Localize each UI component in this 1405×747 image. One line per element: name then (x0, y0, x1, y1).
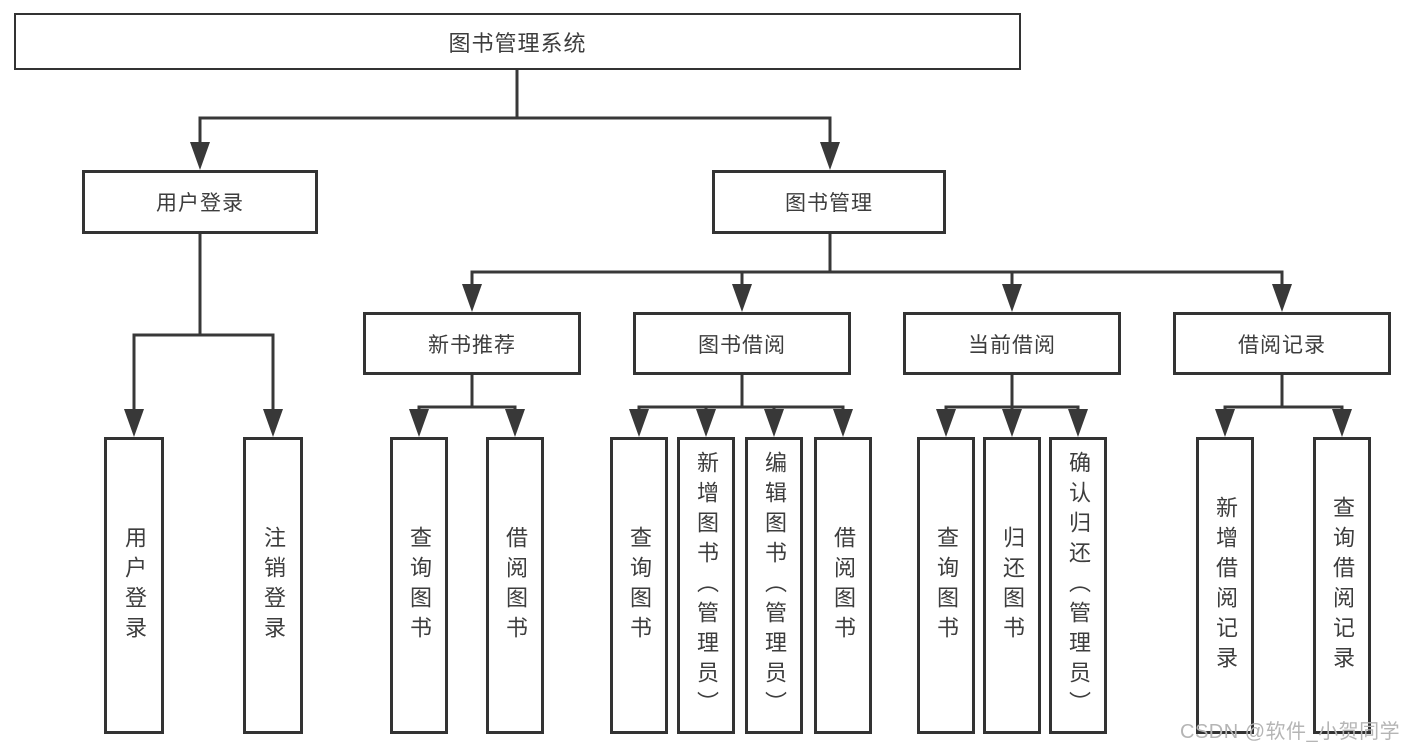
node-rec-query-books-label: 查询图书 (407, 525, 432, 646)
node-cb-return-books: 归还图书 (983, 437, 1041, 734)
node-logout-label: 注销登录 (261, 525, 286, 646)
node-cb-query-books-label: 查询图书 (934, 525, 959, 646)
node-br-add-record-label: 新增借阅记录 (1213, 495, 1238, 676)
csdn-watermark: CSDN @软件_小贺同学 (1180, 721, 1401, 743)
node-new-book-recommend: 新书推荐 (363, 312, 581, 375)
node-rec-borrow-books: 借阅图书 (486, 437, 544, 734)
node-login-label: 用户登录 (122, 525, 147, 646)
node-bb-add-books-admin-label: 新增图书（管理员） (694, 450, 719, 721)
node-user-login-label: 用户登录 (156, 192, 244, 215)
node-cb-confirm-return-admin-label: 确认归还（管理员） (1066, 450, 1091, 721)
node-book-borrow: 图书借阅 (633, 312, 851, 375)
node-borrow-records-label: 借阅记录 (1238, 333, 1326, 357)
node-br-add-record: 新增借阅记录 (1196, 437, 1254, 734)
node-book-management-label: 图书管理 (785, 192, 873, 215)
node-cb-query-books: 查询图书 (917, 437, 975, 734)
node-current-borrow-label: 当前借阅 (968, 333, 1056, 357)
node-current-borrow: 当前借阅 (903, 312, 1121, 375)
node-br-query-record-label: 查询借阅记录 (1330, 495, 1355, 676)
node-bb-borrow-books-label: 借阅图书 (831, 525, 856, 646)
node-bb-edit-books-admin: 编辑图书（管理员） (745, 437, 803, 734)
node-cb-confirm-return-admin: 确认归还（管理员） (1049, 437, 1107, 734)
node-bb-query-books: 查询图书 (610, 437, 668, 734)
node-user-login: 用户登录 (82, 170, 318, 234)
node-book-borrow-label: 图书借阅 (698, 333, 786, 357)
node-bb-query-books-label: 查询图书 (627, 525, 652, 646)
node-bb-add-books-admin: 新增图书（管理员） (677, 437, 735, 734)
node-new-book-recommend-label: 新书推荐 (428, 333, 516, 357)
node-bb-edit-books-admin-label: 编辑图书（管理员） (762, 450, 787, 721)
node-book-management: 图书管理 (712, 170, 946, 234)
node-root-label: 图书管理系统 (448, 30, 587, 56)
node-login: 用户登录 (104, 437, 164, 734)
node-rec-borrow-books-label: 借阅图书 (503, 525, 528, 646)
node-borrow-records: 借阅记录 (1173, 312, 1391, 375)
node-logout: 注销登录 (243, 437, 303, 734)
node-bb-borrow-books: 借阅图书 (814, 437, 872, 734)
node-br-query-record: 查询借阅记录 (1313, 437, 1371, 734)
node-cb-return-books-label: 归还图书 (1000, 525, 1025, 646)
node-root: 图书管理系统 (14, 13, 1021, 70)
node-rec-query-books: 查询图书 (390, 437, 448, 734)
